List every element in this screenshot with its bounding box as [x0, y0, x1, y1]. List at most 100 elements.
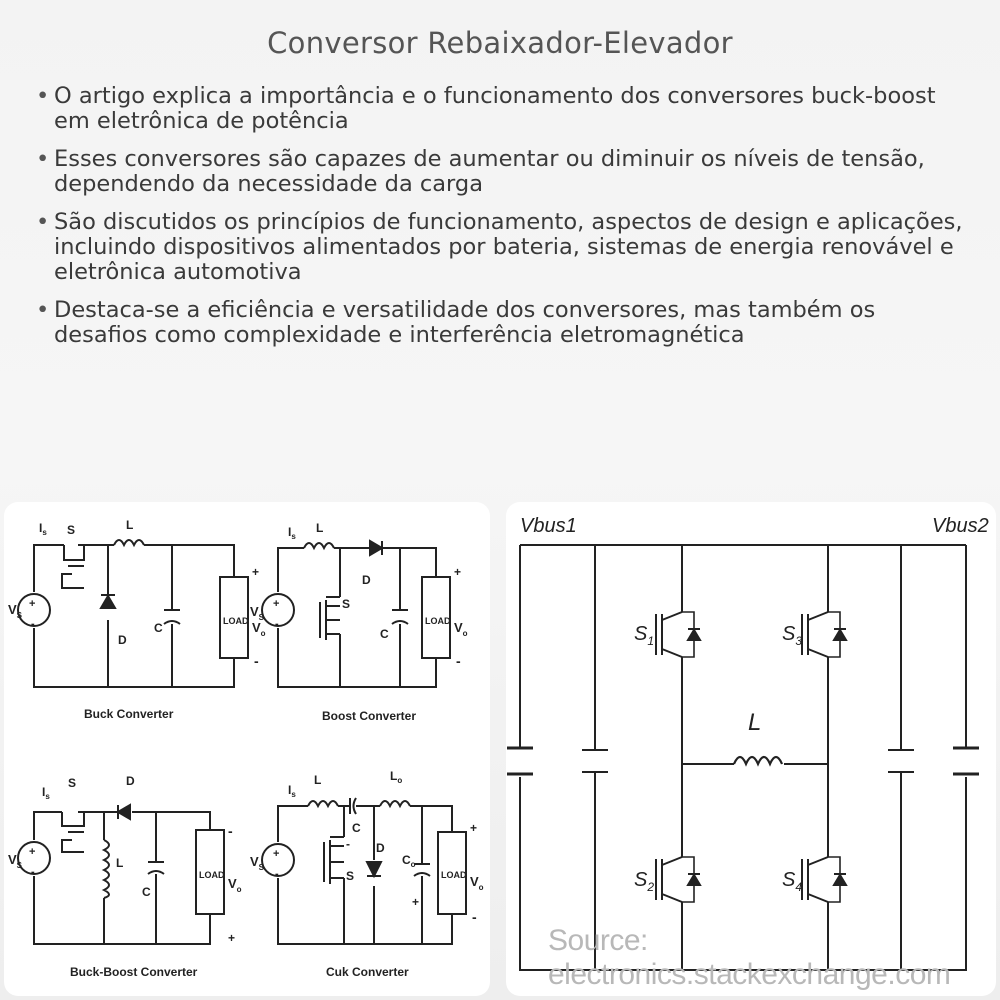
- s1-label: S1: [634, 623, 654, 648]
- diode: [369, 539, 384, 557]
- switch-label: S: [67, 523, 75, 537]
- vbus1-label: Vbus1: [520, 515, 577, 537]
- output-minus: -: [472, 909, 477, 925]
- source-minus: -: [31, 618, 35, 630]
- battery-right: [953, 746, 979, 776]
- s3-label: S3: [782, 623, 802, 648]
- diode-label: D: [362, 573, 371, 587]
- wire: [33, 544, 62, 592]
- bullet-item: São discutidos os princípios de funciona…: [36, 210, 966, 285]
- is-label: Is: [39, 521, 47, 537]
- s4-label: S4: [782, 869, 802, 894]
- cuk-converter-circuit: Is L C Lo - S D Co + VS + - LOAD Vo + - …: [250, 769, 484, 979]
- capacitor: [163, 609, 181, 625]
- load-box: [195, 829, 225, 915]
- voltage-source: [17, 593, 51, 627]
- capacitor: [147, 861, 165, 875]
- output-plus: +: [470, 821, 477, 835]
- page-title: Conversor Rebaixador-Elevador: [267, 26, 733, 60]
- inductor: [307, 800, 339, 809]
- wire: [144, 544, 235, 577]
- output-minus: -: [228, 823, 233, 839]
- capacitor-right: [888, 749, 914, 773]
- source-minus: -: [275, 868, 279, 880]
- inductor-label: L: [316, 521, 323, 535]
- is-label: Is: [288, 525, 296, 541]
- vo-label: Vo: [470, 874, 484, 892]
- co-plus: +: [412, 895, 419, 909]
- bidirectional-converter-panel: Vbus1 Vbus2 L S1 S2 S3 S4: [506, 502, 996, 996]
- load-label: LOAD: [199, 870, 225, 880]
- load-label: LOAD: [425, 616, 451, 626]
- outer-wires: [519, 545, 967, 971]
- capacitor-label: C: [142, 885, 151, 899]
- bullet-item: O artigo explica a importância e o funci…: [36, 84, 966, 134]
- switch-s3: [801, 611, 848, 658]
- voltage-source: [261, 843, 295, 877]
- load-box: [219, 576, 249, 659]
- wire: [277, 805, 308, 842]
- vs-label: VS: [8, 852, 23, 870]
- buck-converter-circuit: Is S L D C VS + - LOAD Vo + - Buck Conve…: [8, 518, 266, 721]
- capacitor: [349, 797, 357, 815]
- mosfet-switch: [61, 545, 85, 589]
- bullet-item: Destaca-se a eficiência e versatilidade …: [36, 298, 966, 348]
- buck-caption: Buck Converter: [84, 707, 174, 721]
- load-label: LOAD: [223, 616, 249, 626]
- wire: [132, 811, 211, 830]
- converter-topologies-diagram: Is S L D C VS + - LOAD Vo + - Buck Conve…: [8, 518, 484, 979]
- wire: [33, 811, 62, 840]
- wire: [382, 547, 437, 577]
- mosfet-switch: [323, 836, 345, 887]
- output-plus: +: [454, 565, 461, 579]
- switch-s2: [655, 856, 702, 903]
- converter-topologies-panel: Is S L D C VS + - LOAD Vo + - Buck Conve…: [4, 502, 490, 996]
- output-minus: -: [254, 653, 259, 669]
- diode: [99, 594, 117, 609]
- switch-s4: [801, 856, 848, 903]
- load-label: LOAD: [441, 870, 467, 880]
- switch-label: S: [68, 776, 76, 790]
- capacitor: [413, 863, 431, 877]
- s2-label: S2: [634, 869, 654, 894]
- source-plus: +: [29, 598, 35, 610]
- buck-boost-caption: Buck-Boost Converter: [70, 965, 198, 979]
- vs-label: VS: [250, 854, 265, 872]
- vbus2-label: Vbus2: [932, 515, 989, 537]
- switch-s1: [655, 611, 702, 658]
- diode: [365, 861, 383, 879]
- mosfet-switch: [61, 812, 85, 853]
- wire: [277, 878, 453, 945]
- voltage-source: [17, 841, 51, 875]
- bullet-item: Esses conversores são capazes de aumenta…: [36, 147, 966, 197]
- inductor-label: L: [116, 856, 123, 870]
- inductor-label: L: [748, 709, 761, 736]
- vs-label: VS: [250, 604, 265, 622]
- wire: [277, 547, 304, 592]
- wire: [410, 805, 453, 832]
- switch-label: S: [342, 597, 350, 611]
- source-plus: +: [273, 848, 279, 860]
- vo-label: Vo: [228, 876, 242, 894]
- bidirectional-converter-diagram: Vbus1 Vbus2 L S1 S2 S3 S4: [507, 515, 989, 971]
- is-label: Is: [42, 785, 50, 801]
- source-minus: -: [275, 618, 279, 630]
- voltage-source: [261, 593, 295, 627]
- output-plus: +: [228, 931, 235, 945]
- battery-left: [507, 746, 533, 776]
- lo-label: Lo: [390, 769, 402, 785]
- is-label: Is: [288, 783, 296, 799]
- diode-label: D: [118, 633, 127, 647]
- source-minus: -: [31, 866, 35, 878]
- source-credit: Source: electronics.stackexchange.com: [548, 924, 951, 991]
- mosfet-switch: [319, 596, 341, 642]
- inductor-label: L: [126, 518, 133, 532]
- wire: [277, 628, 437, 688]
- vo-label: Vo: [252, 620, 266, 638]
- inductor: [379, 800, 411, 809]
- output-plus: +: [252, 565, 259, 579]
- boost-caption: Boost Converter: [322, 709, 416, 723]
- source-plus: +: [273, 598, 279, 610]
- vo-label: Vo: [454, 620, 468, 638]
- switch-label: S: [346, 869, 354, 883]
